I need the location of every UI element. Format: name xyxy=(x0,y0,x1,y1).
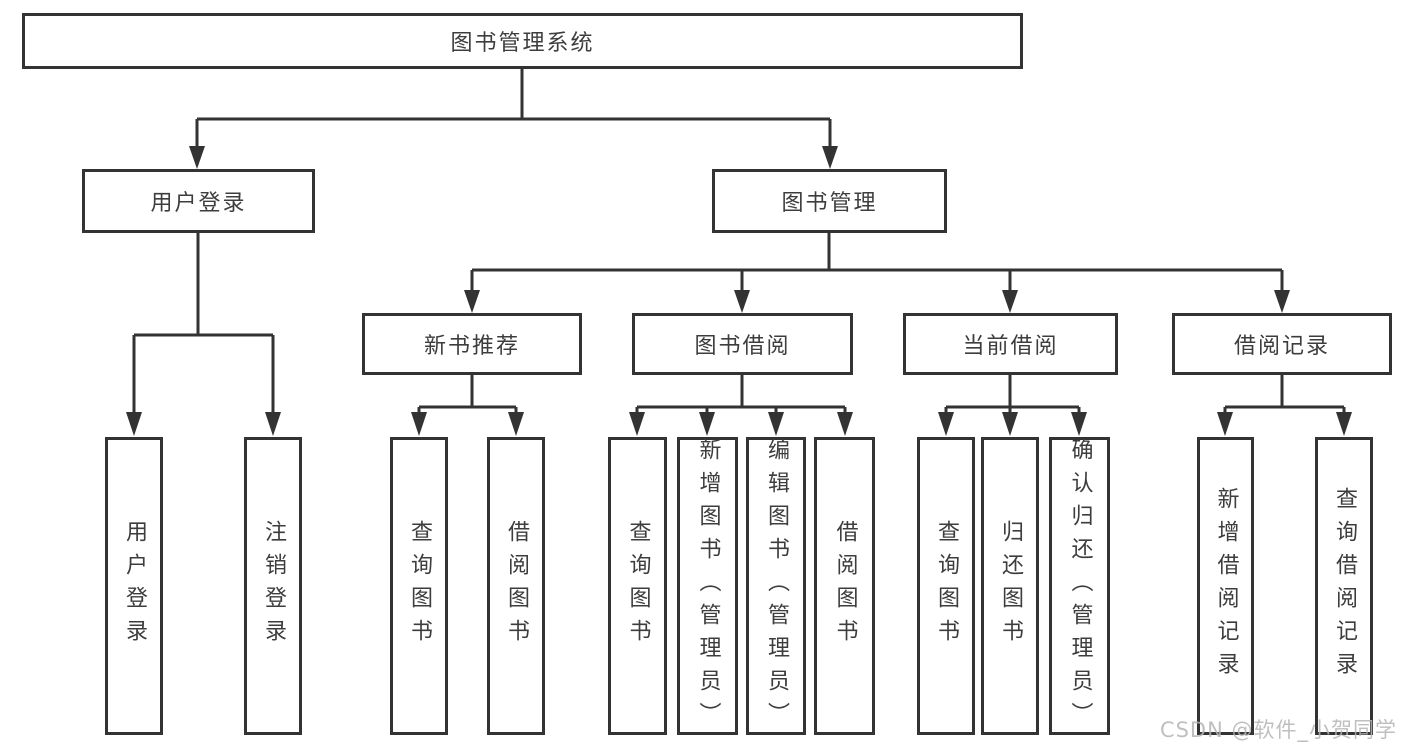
node-book-management-label: 图书管理 xyxy=(781,191,878,216)
leaf-borrow-borrow-books-label: 借阅图书 xyxy=(832,520,858,652)
node-borrow-records: 借阅记录 xyxy=(1172,313,1392,375)
connector-borrow-records-arrows xyxy=(1217,412,1352,436)
leaf-edit-book-admin-label: 编辑图书（管理员） xyxy=(764,437,789,735)
leaf-confirm-return-admin: 确认归还（管理员） xyxy=(1049,437,1110,735)
csdn-watermark: CSDN @软件_小贺同学 xyxy=(1159,718,1397,742)
leaf-add-borrow-record: 新增借阅记录 xyxy=(1197,437,1254,735)
connector-root-arrows xyxy=(189,146,838,169)
leaf-add-borrow-record-label: 新增借阅记录 xyxy=(1213,487,1239,685)
connector-book-borrow-arrows xyxy=(629,412,853,436)
connector-root xyxy=(195,66,832,148)
node-book-borrow: 图书借阅 xyxy=(632,313,853,375)
node-new-book-recommend: 新书推荐 xyxy=(362,313,582,375)
leaf-newrec-query-books-label: 查询图书 xyxy=(407,520,432,652)
connector-new-book-arrows xyxy=(411,412,524,436)
leaf-user-login-label: 用户登录 xyxy=(122,520,147,652)
leaf-query-borrow-record-label: 查询借阅记录 xyxy=(1332,487,1357,685)
node-user-login-label: 用户登录 xyxy=(150,191,247,216)
node-current-borrow: 当前借阅 xyxy=(903,313,1118,375)
leaf-edit-book-admin: 编辑图书（管理员） xyxy=(746,437,806,735)
connector-book-management xyxy=(470,230,1284,292)
connector-user-login xyxy=(132,230,275,414)
connector-current-borrow-arrows xyxy=(938,412,1087,436)
node-new-book-recommend-label: 新书推荐 xyxy=(423,334,520,359)
connector-book-borrow xyxy=(635,372,847,414)
leaf-confirm-return-admin-label: 确认归还（管理员） xyxy=(1067,437,1093,735)
leaf-logout: 注销登录 xyxy=(244,437,302,735)
leaf-logout-label: 注销登录 xyxy=(261,520,286,652)
connector-current-borrow xyxy=(944,372,1081,414)
node-book-management: 图书管理 xyxy=(712,169,947,233)
leaf-newrec-borrow-books-label: 借阅图书 xyxy=(504,520,529,652)
leaf-borrow-query-books-label: 查询图书 xyxy=(625,520,651,652)
leaf-query-borrow-record: 查询借阅记录 xyxy=(1315,437,1373,735)
node-root-label: 图书管理系统 xyxy=(450,31,595,56)
leaf-borrow-borrow-books: 借阅图书 xyxy=(814,437,875,735)
node-book-borrow-label: 图书借阅 xyxy=(694,334,791,359)
leaf-user-login: 用户登录 xyxy=(105,437,163,735)
node-borrow-records-label: 借阅记录 xyxy=(1233,334,1330,359)
leaf-borrow-query-books: 查询图书 xyxy=(608,437,667,735)
leaf-add-book-admin: 新增图书（管理员） xyxy=(677,437,738,735)
connector-book-management-arrows xyxy=(464,290,1290,313)
connector-new-book xyxy=(417,372,518,414)
node-user-login: 用户登录 xyxy=(82,169,315,233)
leaf-current-query-books: 查询图书 xyxy=(917,437,975,735)
node-current-borrow-label: 当前借阅 xyxy=(962,334,1059,359)
leaf-add-book-admin-label: 新增图书（管理员） xyxy=(695,437,721,735)
leaf-current-query-books-label: 查询图书 xyxy=(934,520,959,652)
connector-user-login-arrows xyxy=(126,412,281,436)
leaf-return-books: 归还图书 xyxy=(981,437,1039,735)
leaf-return-books-label: 归还图书 xyxy=(998,520,1023,652)
leaf-newrec-borrow-books: 借阅图书 xyxy=(487,437,545,735)
connector-borrow-records xyxy=(1223,372,1346,414)
leaf-newrec-query-books: 查询图书 xyxy=(390,437,448,735)
node-root: 图书管理系统 xyxy=(22,13,1023,69)
